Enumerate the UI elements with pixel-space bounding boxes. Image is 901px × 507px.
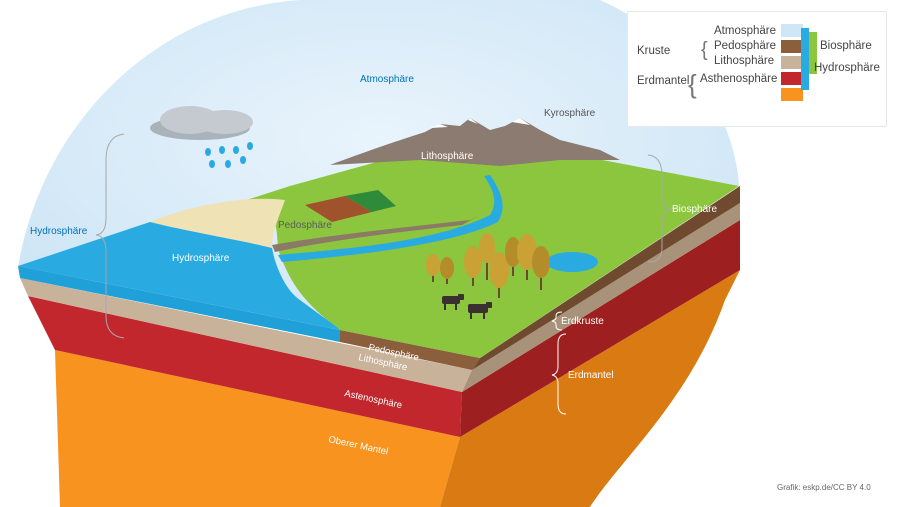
image-credit: Grafik: eskp.de/CC BY 4.0 [777,483,871,492]
biosphere-side-label: Biosphäre [672,204,717,215]
beach [150,198,285,248]
erdmantel-bracket [551,333,567,415]
mountain-range [330,118,620,166]
water-front [18,266,340,342]
legend-biosphere: Biosphäre [820,40,872,52]
pedosphere-land-label: Pedosphäre [278,220,332,231]
legend-pedosphere: Pedosphäre [714,40,777,52]
asthenosphere-layer [28,296,462,437]
legend-kruste-brace: { [701,39,708,61]
rain-drops [205,142,253,168]
legend-swatch-mantle [781,88,803,101]
field-brown [305,196,372,222]
pedosphere-layer [340,330,480,370]
legend-bar-hydrosphere [801,28,809,90]
biosphere-bracket [647,154,673,263]
erdkruste-bracket [551,311,563,331]
legend-hydrosphere: Hydrosphäre [814,62,880,74]
legend-swatch-pedosphere [781,40,803,53]
legend-erdmantel: Erdmantel [637,75,690,87]
hydrosphere-bracket [95,133,125,339]
tree-group [426,233,550,298]
legend-kruste: Kruste [637,45,671,57]
legend-erdmantel-brace: { [688,69,697,99]
upper-mantle-layer [55,350,460,507]
hydrosphere-side-label: Hydrosphäre [30,226,88,237]
field-green [345,190,396,212]
hydrosphere-water-label: Hydrosphäre [172,253,230,264]
asthenosphere-side [460,220,740,437]
legend-swatch-atmosphere [781,24,803,37]
lithosphere-side [462,203,740,392]
rain-cloud [150,106,253,140]
sea [18,222,340,330]
lithosphere-layer [20,278,472,392]
erdmantel-label: Erdmantel [568,370,614,381]
shore-road [272,215,480,252]
erdkruste-label: Erdkruste [561,316,604,327]
legend-swatch-lithosphere [781,56,803,69]
legend-asthenosphere: Asthenosphäre [700,73,778,85]
lithosphere-mountain-label: Lithosphäre [421,151,474,162]
river [278,175,503,262]
legend-atmosphere: Atmosphäre [714,25,777,37]
legend-bar-biosphere [807,32,817,74]
legend-lithosphere: Lithosphäre [714,55,775,67]
atmosphere-label: Atmosphäre [360,74,414,85]
legend-box: Atmosphäre Kruste { Pedosphäre Lithosphä… [627,11,887,127]
pedosphere-side [472,186,740,370]
kyrosphere-label: Kyrosphäre [544,108,596,119]
upper-mantle-side [440,270,740,507]
lake [546,252,598,272]
legend-swatch-asthenosphere [781,72,803,85]
mountain-snow [430,118,530,128]
cows [442,294,492,319]
